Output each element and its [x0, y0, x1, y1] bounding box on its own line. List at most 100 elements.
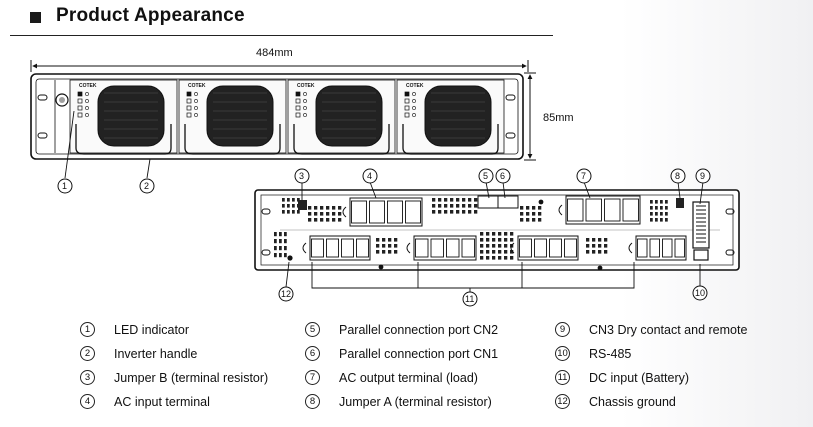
callout-4: 4	[367, 171, 372, 181]
led-icon	[404, 91, 410, 97]
terminal-pins	[650, 200, 668, 222]
port-cn1-icon	[497, 195, 519, 209]
width-dimension: 484mm	[30, 47, 529, 72]
ac-output-terminal	[558, 195, 641, 225]
legend-number-badge: 10	[555, 346, 570, 361]
handle-icon	[184, 124, 281, 155]
legend-item: 9 CN3 Dry contact and remote	[555, 322, 747, 337]
callout-6: 6	[500, 171, 505, 181]
fan-grille-icon	[206, 85, 274, 147]
brand-label: COTEK	[406, 83, 424, 89]
dc-input-terminal	[628, 235, 687, 261]
callout-5: 5	[483, 171, 488, 181]
section-title: Product Appearance	[56, 5, 245, 26]
fan-grille-icon	[424, 85, 492, 147]
inverter-module: COTEK	[178, 79, 287, 155]
legend-label: RS-485	[589, 346, 632, 361]
led-icon	[186, 98, 192, 104]
terminal-pins	[520, 206, 542, 222]
legend-label: CN3 Dry contact and remote	[589, 322, 748, 337]
legend-number-badge: 12	[555, 394, 570, 409]
terminal-pins	[376, 238, 398, 254]
dc-input-terminal	[302, 235, 371, 261]
legend-label: Jumper B (terminal resistor)	[114, 370, 269, 385]
led-icon	[295, 98, 301, 104]
legend-label: Chassis ground	[589, 394, 676, 409]
led-icon	[295, 105, 301, 111]
section-divider	[10, 35, 553, 36]
led-icon	[77, 105, 83, 111]
legend-label: DC input (Battery)	[589, 370, 690, 385]
callout-1: 1	[62, 181, 67, 191]
callout-3: 3	[299, 171, 304, 181]
legend-number-badge: 1	[80, 322, 95, 337]
callout-2: 2	[144, 181, 149, 191]
legend-label: Parallel connection port CN1	[339, 346, 499, 361]
legend-number-badge: 8	[305, 394, 320, 409]
section-bullet-icon	[30, 12, 41, 23]
height-dimension: 85mm	[524, 72, 574, 161]
led-icon	[295, 112, 301, 118]
legend-label: Parallel connection port CN2	[339, 322, 499, 337]
legend-item: 6 Parallel connection port CN1	[305, 346, 498, 361]
callout-12: 12	[281, 289, 291, 299]
legend-number-badge: 11	[555, 370, 570, 385]
led-icon	[295, 91, 301, 97]
width-label: 484mm	[256, 47, 293, 59]
brand-label: COTEK	[79, 83, 97, 89]
legend-item: 3 Jumper B (terminal resistor)	[80, 370, 268, 385]
ac-input-terminal	[342, 197, 423, 227]
callout-8: 8	[675, 171, 680, 181]
legend-label: LED indicator	[114, 322, 190, 337]
legend-number-badge: 7	[305, 370, 320, 385]
ground-screw-icon	[287, 255, 293, 261]
fan-grille-icon	[97, 85, 165, 147]
legend-item: 12 Chassis ground	[555, 394, 676, 409]
handle-icon	[293, 124, 390, 155]
terminal-pins	[432, 198, 478, 214]
terminal-pins	[480, 232, 514, 260]
jumper-b-icon	[298, 200, 307, 210]
inverter-module: COTEK	[69, 79, 178, 155]
inverter-module: COTEK	[287, 79, 396, 155]
legend-label: AC output terminal (load)	[339, 370, 478, 385]
legend-label: AC input terminal	[114, 394, 210, 409]
legend-number-badge: 6	[305, 346, 320, 361]
legend-number-badge: 4	[80, 394, 95, 409]
legend-number-badge: 9	[555, 322, 570, 337]
led-icon	[77, 112, 83, 118]
led-icon	[404, 112, 410, 118]
callout-10: 10	[695, 288, 705, 298]
led-icon	[77, 98, 83, 104]
rs485-port-icon	[693, 249, 709, 261]
dc-input-terminal	[510, 235, 579, 261]
led-icon	[77, 91, 83, 97]
inverter-modules: COTEK COTEK COTEK COTEK	[69, 79, 505, 155]
legend-item: 10 RS-485	[555, 346, 631, 361]
handle-icon	[75, 124, 172, 155]
legend-item: 4 AC input terminal	[80, 394, 210, 409]
terminal-pins	[586, 238, 608, 254]
fan-grille-icon	[315, 85, 383, 147]
rear-callouts: 3 4 5 6 7 8 9 10 11	[278, 168, 711, 307]
jumper-a-icon	[676, 198, 684, 208]
led-icon	[404, 105, 410, 111]
legend-number-badge: 2	[80, 346, 95, 361]
led-icon	[186, 105, 192, 111]
led-icon	[186, 112, 192, 118]
brand-label: COTEK	[188, 83, 206, 89]
height-label: 85mm	[543, 112, 574, 124]
led-icon	[186, 91, 192, 97]
terminal-pins	[274, 232, 287, 258]
callout-9: 9	[700, 171, 705, 181]
led-icon	[404, 98, 410, 104]
legend-number-badge: 3	[80, 370, 95, 385]
callout-7: 7	[581, 171, 586, 181]
callout-11: 11	[465, 294, 474, 304]
